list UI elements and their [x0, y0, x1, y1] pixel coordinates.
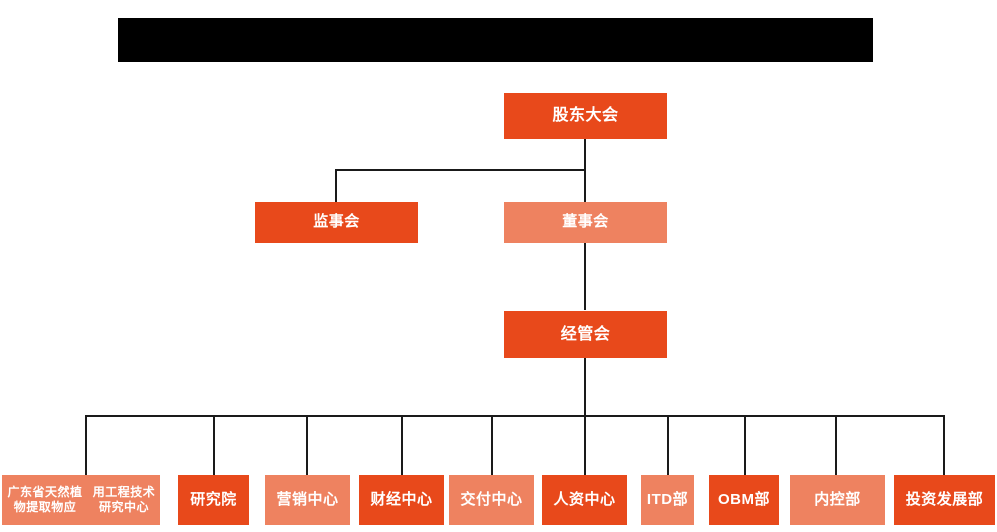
node-hr-center[interactable]: 人资中心 — [542, 475, 627, 525]
node-label-line-2: 用工程技术研究中心 — [92, 485, 156, 514]
connector-drop-finance — [401, 415, 403, 475]
connector-directors-management — [584, 243, 586, 310]
connector-drop-hr — [584, 415, 586, 475]
node-label: ITD部 — [646, 490, 689, 508]
node-obm-department[interactable]: OBM部 — [709, 475, 779, 525]
node-label: 股东大会 — [552, 107, 619, 124]
connector-management-down — [584, 358, 586, 416]
connector-drop-obm — [744, 415, 746, 475]
node-label: OBM部 — [718, 490, 770, 508]
connector-supervisors-down — [335, 169, 337, 202]
connector-drop-investment — [943, 415, 945, 475]
node-investment-development-department[interactable]: 投资发展部 — [894, 475, 995, 525]
node-shareholders-meeting[interactable]: 股东大会 — [504, 93, 667, 139]
node-label: 研究院 — [190, 490, 237, 508]
connector-drop-delivery — [491, 415, 493, 475]
node-label: 经管会 — [560, 325, 611, 343]
node-itd-department[interactable]: ITD部 — [641, 475, 694, 525]
node-board-of-directors[interactable]: 董事会 — [504, 202, 667, 243]
connector-drop-marketing — [306, 415, 308, 475]
node-delivery-center[interactable]: 交付中心 — [449, 475, 534, 525]
connector-directors-down — [584, 169, 586, 202]
connector-level2-horizontal — [335, 169, 586, 171]
node-label: 投资发展部 — [905, 490, 984, 508]
node-internal-control-department[interactable]: 内控部 — [790, 475, 885, 525]
node-label: 人资中心 — [553, 490, 616, 508]
connector-departments-bus — [85, 415, 944, 417]
redacted-title-bar — [118, 18, 873, 62]
connector-drop-internal-control — [835, 415, 837, 475]
node-label: 内控部 — [814, 490, 861, 508]
node-label: 财经中心 — [370, 490, 433, 508]
node-label: 董事会 — [562, 213, 609, 231]
connector-shareholders-down — [584, 139, 586, 171]
connector-drop-research-center — [85, 415, 87, 475]
node-guangdong-research-center[interactable]: 广东省天然植物提取物应 用工程技术研究中心 — [2, 475, 160, 525]
node-label: 营销中心 — [276, 490, 339, 508]
node-marketing-center[interactable]: 营销中心 — [265, 475, 350, 525]
node-management-committee[interactable]: 经管会 — [504, 311, 667, 358]
connector-drop-itd — [667, 415, 669, 475]
node-label: 交付中心 — [460, 490, 523, 508]
node-label: 监事会 — [313, 213, 360, 231]
node-finance-center[interactable]: 财经中心 — [359, 475, 444, 525]
connector-drop-institute — [213, 415, 215, 475]
node-institute[interactable]: 研究院 — [178, 475, 249, 525]
node-label-line-1: 广东省天然植物提取物应 — [7, 485, 83, 514]
node-board-of-supervisors[interactable]: 监事会 — [255, 202, 418, 243]
